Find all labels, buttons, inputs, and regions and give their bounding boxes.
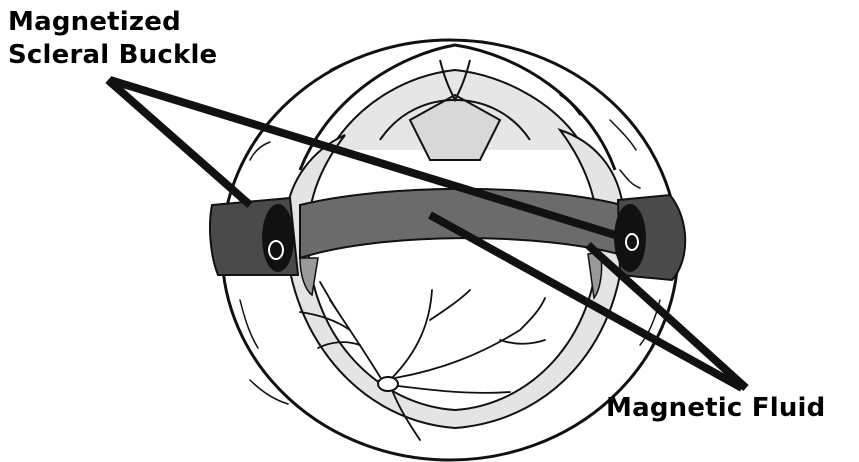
label-magnetic-fluid: Magnetic Fluid	[606, 392, 825, 425]
label-magnetized-scleral-buckle: Magnetized Scleral Buckle	[8, 6, 217, 72]
label-line-1: Magnetized	[8, 6, 217, 39]
label-line-2: Scleral Buckle	[8, 39, 217, 72]
